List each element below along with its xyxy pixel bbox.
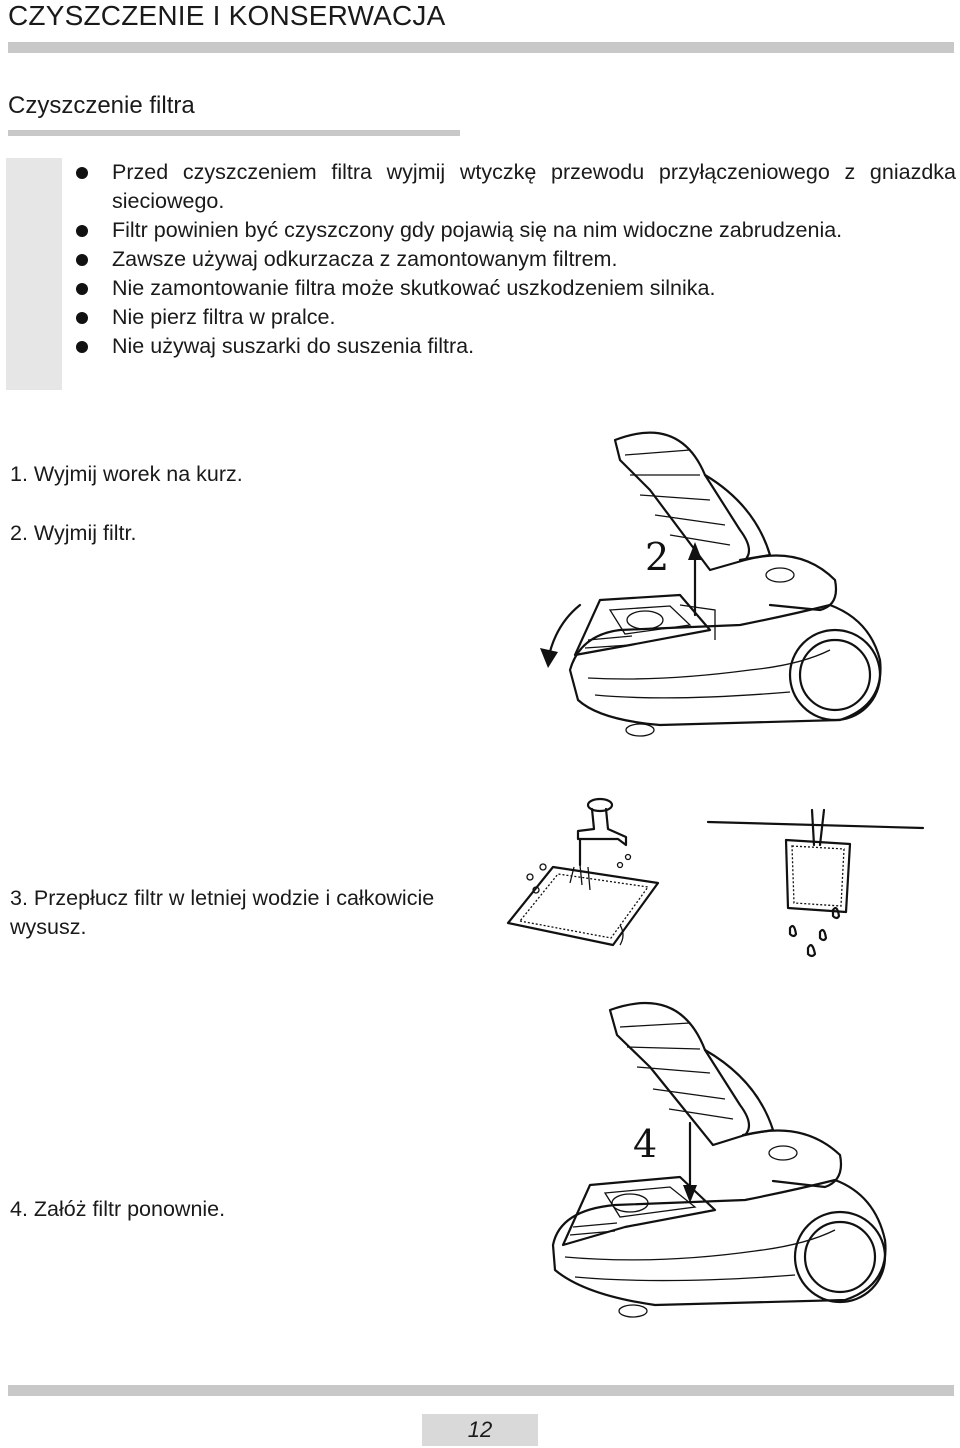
vacuum-open-filter-removal-illustration: 2: [540, 431, 882, 737]
step-3: 3. Przepłucz filtr w letniej wodzie i ca…: [10, 886, 435, 939]
step-2: 2. Wyjmij filtr.: [10, 521, 137, 545]
step-1: 1. Wyjmij worek na kurz.: [10, 462, 243, 486]
bullet-icon: [76, 283, 88, 295]
footer-rule: [8, 1385, 954, 1396]
notes-list: Przed czyszczeniem filtra wyjmij wtyczkę…: [76, 158, 956, 361]
section-title: Czyszczenie filtra: [8, 92, 195, 119]
page-title: CZYSZCZENIE I KONSERWACJA: [8, 0, 446, 31]
note-item: Nie zamontowanie filtra może skutkować u…: [76, 274, 956, 303]
note-item: Nie używaj suszarki do suszenia filtra.: [76, 332, 956, 361]
filter-drying-line-illustration: [706, 808, 925, 958]
bullet-icon: [76, 167, 88, 179]
page-number: 12: [422, 1414, 538, 1446]
vacuum-open-filter-insertion-illustration: 4: [551, 1002, 887, 1318]
note-item: Filtr powinien być czyszczony gdy pojawi…: [76, 216, 956, 245]
bullet-icon: [76, 225, 88, 237]
header-rule: [8, 42, 954, 53]
note-item: Zawsze używaj odkurzacza z zamontowanym …: [76, 245, 956, 274]
note-item: Przed czyszczeniem filtra wyjmij wtyczkę…: [76, 158, 956, 216]
step-4: 4. Załóż filtr ponownie.: [10, 1197, 226, 1221]
bullet-icon: [76, 312, 88, 324]
note-item: Nie pierz filtra w pralce.: [76, 303, 956, 332]
bullet-icon: [76, 341, 88, 353]
notes-sidebar: [6, 158, 62, 390]
figure-number-4: 4: [633, 1122, 657, 1166]
bullet-icon: [76, 254, 88, 266]
section-rule: [8, 130, 460, 136]
filter-rinsing-tap-illustration: [506, 797, 660, 947]
figure-number-2: 2: [645, 535, 669, 579]
